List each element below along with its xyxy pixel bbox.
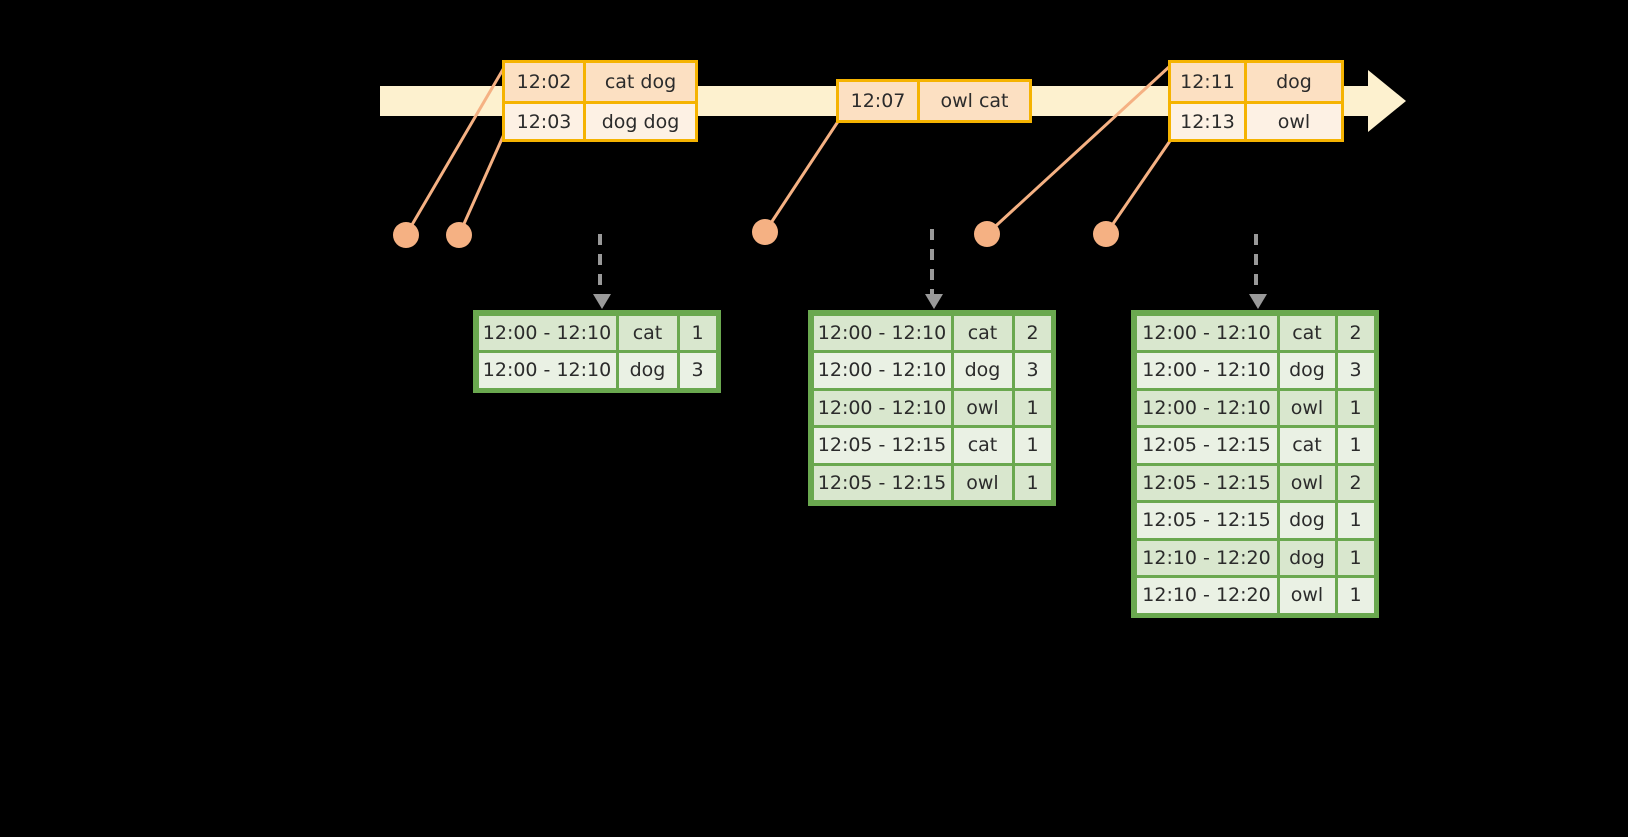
emit-arrow-3 [1249, 234, 1267, 309]
event-tokens: cat dog [583, 63, 695, 101]
timeline-arrow-icon [1368, 70, 1406, 132]
cell-word: cat [953, 315, 1012, 350]
cell-range: 12:00 - 12:10 [813, 390, 951, 425]
dashed-line [1254, 234, 1258, 294]
cell-count: 2 [1014, 315, 1051, 350]
cell-word: owl [953, 465, 1012, 500]
cell-range: 12:00 - 12:10 [1136, 390, 1277, 425]
cell-count: 1 [679, 315, 716, 350]
cell-count: 1 [1337, 503, 1374, 538]
cell-word: cat [618, 315, 677, 350]
cell-count: 3 [1014, 353, 1051, 388]
emit-arrow-1 [593, 234, 611, 309]
cell-range: 12:00 - 12:10 [813, 315, 951, 350]
event-tokens: owl [1244, 104, 1341, 139]
cell-count: 1 [1337, 428, 1374, 463]
cell-word: dog [1279, 540, 1335, 575]
cell-word: owl [1279, 578, 1335, 613]
cell-word: owl [953, 390, 1012, 425]
cell-count: 3 [1337, 353, 1374, 388]
event-dot-4 [974, 221, 1000, 247]
event-dot-5 [1093, 221, 1119, 247]
cell-range: 12:05 - 12:15 [1136, 428, 1277, 463]
cell-range: 12:00 - 12:10 [1136, 315, 1277, 350]
cell-range: 12:00 - 12:10 [1136, 353, 1277, 388]
cell-count: 1 [1014, 390, 1051, 425]
cell-range: 12:05 - 12:15 [1136, 503, 1277, 538]
event-time: 12:11 [1171, 63, 1244, 101]
cell-count: 1 [1337, 390, 1374, 425]
arrowhead-icon [593, 294, 611, 309]
emit-arrow-2 [925, 229, 943, 309]
event-time: 12:07 [839, 82, 917, 120]
connector-line-3 [763, 119, 841, 233]
cell-word: owl [1279, 390, 1335, 425]
cell-count: 2 [1337, 465, 1374, 500]
arrowhead-icon [1249, 294, 1267, 309]
cell-word: cat [953, 428, 1012, 463]
event-tokens: dog dog [583, 104, 695, 139]
cell-range: 12:00 - 12:10 [478, 353, 616, 388]
cell-word: cat [1279, 315, 1335, 350]
connector-line-2 [457, 131, 507, 236]
cell-range: 12:10 - 12:20 [1136, 578, 1277, 613]
cell-word: dog [953, 353, 1012, 388]
cell-count: 2 [1337, 315, 1374, 350]
cell-count: 1 [1337, 540, 1374, 575]
cell-count: 1 [1014, 428, 1051, 463]
dashed-line [930, 229, 934, 294]
connector-line-5 [1104, 137, 1174, 235]
cell-range: 12:05 - 12:15 [813, 428, 951, 463]
cell-count: 1 [1337, 578, 1374, 613]
event-dot-3 [752, 219, 778, 245]
cell-range: 12:10 - 12:20 [1136, 540, 1277, 575]
event-tokens: owl cat [917, 82, 1029, 120]
cell-word: owl [1279, 465, 1335, 500]
event-dot-1 [393, 222, 419, 248]
dashed-line [598, 234, 602, 294]
event-time: 12:13 [1171, 104, 1244, 139]
cell-range: 12:05 - 12:15 [813, 465, 951, 500]
cell-word: dog [618, 353, 677, 388]
event-time: 12:03 [505, 104, 583, 139]
cell-range: 12:05 - 12:15 [1136, 465, 1277, 500]
cell-range: 12:00 - 12:10 [478, 315, 616, 350]
event-tokens: dog [1244, 63, 1341, 101]
cell-word: dog [1279, 503, 1335, 538]
arrowhead-icon [925, 294, 943, 309]
cell-word: dog [1279, 353, 1335, 388]
cell-count: 3 [679, 353, 716, 388]
event-dot-2 [446, 222, 472, 248]
cell-count: 1 [1014, 465, 1051, 500]
event-time: 12:02 [505, 63, 583, 101]
cell-range: 12:00 - 12:10 [813, 353, 951, 388]
cell-word: cat [1279, 428, 1335, 463]
